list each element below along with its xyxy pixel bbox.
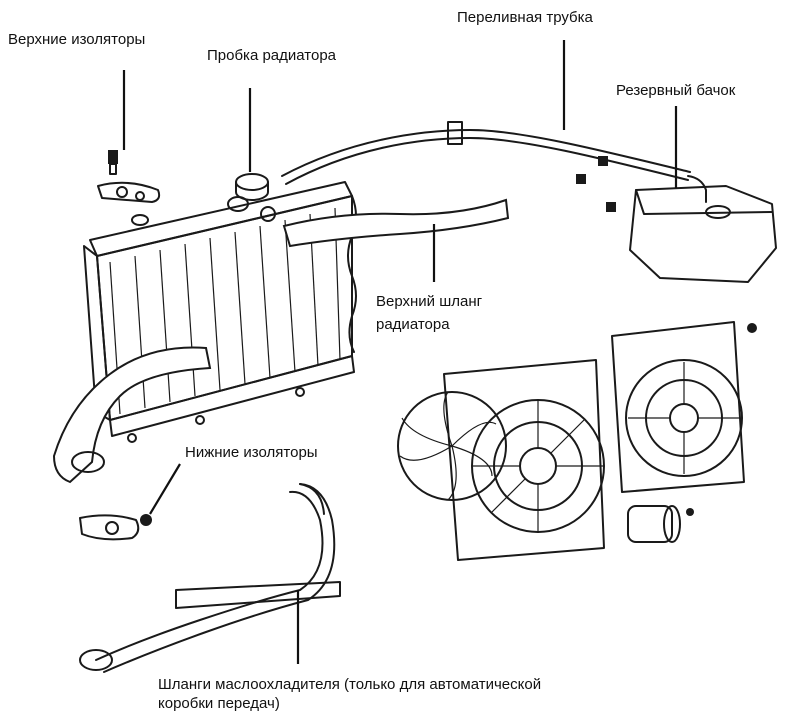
fan-motor <box>627 505 673 543</box>
oil-cooler-fitting <box>79 649 113 671</box>
reserve-tank-edge <box>635 189 773 215</box>
upper-insulator-bushing <box>131 214 149 226</box>
fan-guard <box>625 359 743 477</box>
cooling-fan-right <box>611 321 757 493</box>
overflow-tube-part <box>281 121 707 203</box>
hose-clamp <box>71 451 105 473</box>
fan-motor-part <box>627 505 694 543</box>
upper-radiator-hose <box>282 198 510 248</box>
oil-cooler-hose <box>103 483 336 673</box>
upper-outlet <box>260 206 276 222</box>
radiator-fins <box>109 207 341 415</box>
upper-insulator-ring <box>135 191 145 201</box>
upper-insulator-bracket <box>97 181 161 203</box>
radiator-cap <box>235 173 269 191</box>
label-reserve-tank: Резервный бачок <box>616 82 736 99</box>
label-lower-insulators: Нижние изоляторы <box>185 444 318 461</box>
fan-motor-end <box>663 505 681 543</box>
lower-insulators-part <box>79 514 152 541</box>
tube-clamp <box>447 121 463 145</box>
label-oil-cooler-hoses-line2: коробки передач) <box>158 695 280 712</box>
fan-blades <box>397 391 507 501</box>
overflow-tube <box>281 129 691 177</box>
label-oil-cooler-hoses-line1: Шланги маслоохладителя (только для автом… <box>158 676 542 693</box>
drain-plug <box>127 433 137 443</box>
fan-shroud <box>443 359 605 561</box>
radiator <box>83 181 357 443</box>
drain-plug <box>195 415 205 425</box>
cooling-fan-left <box>397 359 605 561</box>
label-upper-insulators: Верхние изоляторы <box>8 31 146 48</box>
leader-lines <box>122 40 678 664</box>
radiator-cap-part <box>227 173 276 222</box>
reserve-tank-part <box>576 156 777 283</box>
oil-cooler-hose-end <box>299 483 325 515</box>
label-overflow-tube: Переливная трубка <box>457 9 593 26</box>
overflow-tube <box>285 137 689 185</box>
label-upper-hose-line1: Верхний шланг <box>376 293 483 310</box>
oil-cooler-pipe <box>175 581 341 609</box>
oil-cooler-hoses-part <box>79 483 341 673</box>
drain-plug <box>295 387 305 397</box>
label-radiator-cap: Пробка радиатора <box>207 47 337 64</box>
upper-insulators-part <box>97 150 161 226</box>
fan-motor-bolt <box>686 508 694 516</box>
reserve-tank-cap <box>705 205 731 219</box>
tank-bolt <box>576 174 586 184</box>
upper-insulator-bolt-shank <box>109 163 117 175</box>
fan-guard-spokes <box>472 400 604 532</box>
radiator-cap-body <box>235 181 269 201</box>
filler-neck <box>227 196 249 212</box>
lower-radiator-hose <box>52 346 212 484</box>
reserve-tank <box>629 185 777 283</box>
lower-insulator-bushing <box>140 514 152 526</box>
fan-motor-hub <box>519 447 557 485</box>
overflow-tube-end <box>687 175 707 203</box>
radiator-side-tank <box>83 245 111 421</box>
tank-bolt <box>598 156 608 166</box>
tank-bolt <box>606 202 616 212</box>
fan-shroud <box>611 321 745 493</box>
lower-insulator-ring <box>105 521 119 535</box>
fan-bolt <box>747 323 757 333</box>
label-oil-cooler-hoses: Шланги маслоохладителя (только для автом… <box>158 675 541 713</box>
fan-guard-spokes <box>628 362 740 474</box>
leader-lower-insulators <box>149 463 181 515</box>
upper-insulator-bolt <box>108 150 118 164</box>
lower-insulator-bracket <box>79 514 140 541</box>
fan-blade-lines <box>399 391 497 501</box>
oil-cooler-hose <box>95 490 324 661</box>
upper-insulator-ring <box>116 186 128 198</box>
fan-motor-hub <box>669 403 699 433</box>
radiator-bottom-tank <box>109 355 355 437</box>
label-upper-hose-line2: радиатора <box>376 316 450 333</box>
label-upper-hose: Верхний шланг радиатора <box>376 292 482 334</box>
